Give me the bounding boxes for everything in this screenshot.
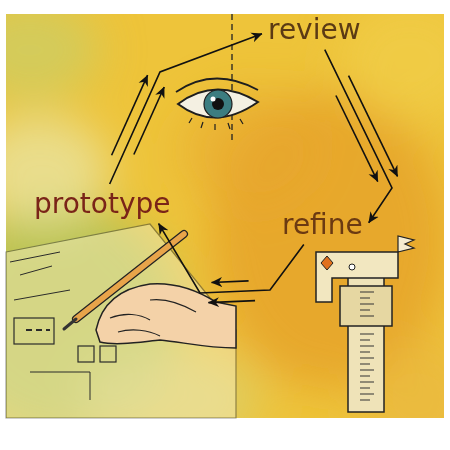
caliper-symbol	[360, 292, 374, 400]
eye-symbol	[189, 118, 243, 130]
hand-drawing-symbol	[100, 346, 116, 362]
arrow-stroke	[112, 75, 148, 155]
hand-drawing-symbol	[110, 300, 196, 336]
color-wash	[6, 14, 100, 100]
hand-drawing-symbol	[26, 329, 50, 331]
step-text: prototype	[34, 187, 170, 221]
arrow-line	[325, 50, 392, 223]
dashed-line	[231, 14, 232, 142]
arrow-stroke	[336, 95, 378, 181]
eye-symbol	[178, 89, 258, 117]
watercolor-ground	[6, 14, 444, 418]
eye-symbol	[204, 90, 232, 118]
step-node: review	[262, 10, 367, 50]
hand-drawing-symbol	[96, 284, 236, 348]
eye-symbol	[176, 78, 258, 130]
arrow-stroke	[208, 301, 255, 303]
hand-drawing-symbol	[30, 372, 90, 400]
hand-drawing-symbol	[6, 224, 236, 418]
hand-drawing-symbol	[6, 224, 236, 418]
cycle-arrow	[110, 34, 262, 184]
hand-drawing-symbol	[78, 346, 94, 362]
caliper-symbol	[349, 264, 355, 270]
eye-symbol	[211, 97, 216, 102]
arrow-stroke	[134, 87, 164, 154]
hand-drawing-symbol	[64, 319, 76, 329]
arrow-line	[110, 34, 262, 184]
arrow-stroke	[212, 281, 249, 283]
color-wash	[6, 14, 444, 418]
step-node: prototype	[28, 184, 176, 224]
step-text: review	[268, 13, 361, 47]
caliper-symbol	[316, 236, 414, 412]
hand-drawing-symbol	[14, 318, 54, 344]
caliper-symbol	[348, 262, 384, 412]
caliper-symbol	[321, 256, 333, 270]
hand-drawing-symbol	[10, 252, 70, 300]
caliper-symbol	[398, 236, 414, 252]
cycle-arrow	[325, 50, 398, 223]
arrow-stroke	[349, 76, 398, 177]
step-text: refine	[282, 208, 363, 242]
step-node: refine	[276, 205, 369, 245]
